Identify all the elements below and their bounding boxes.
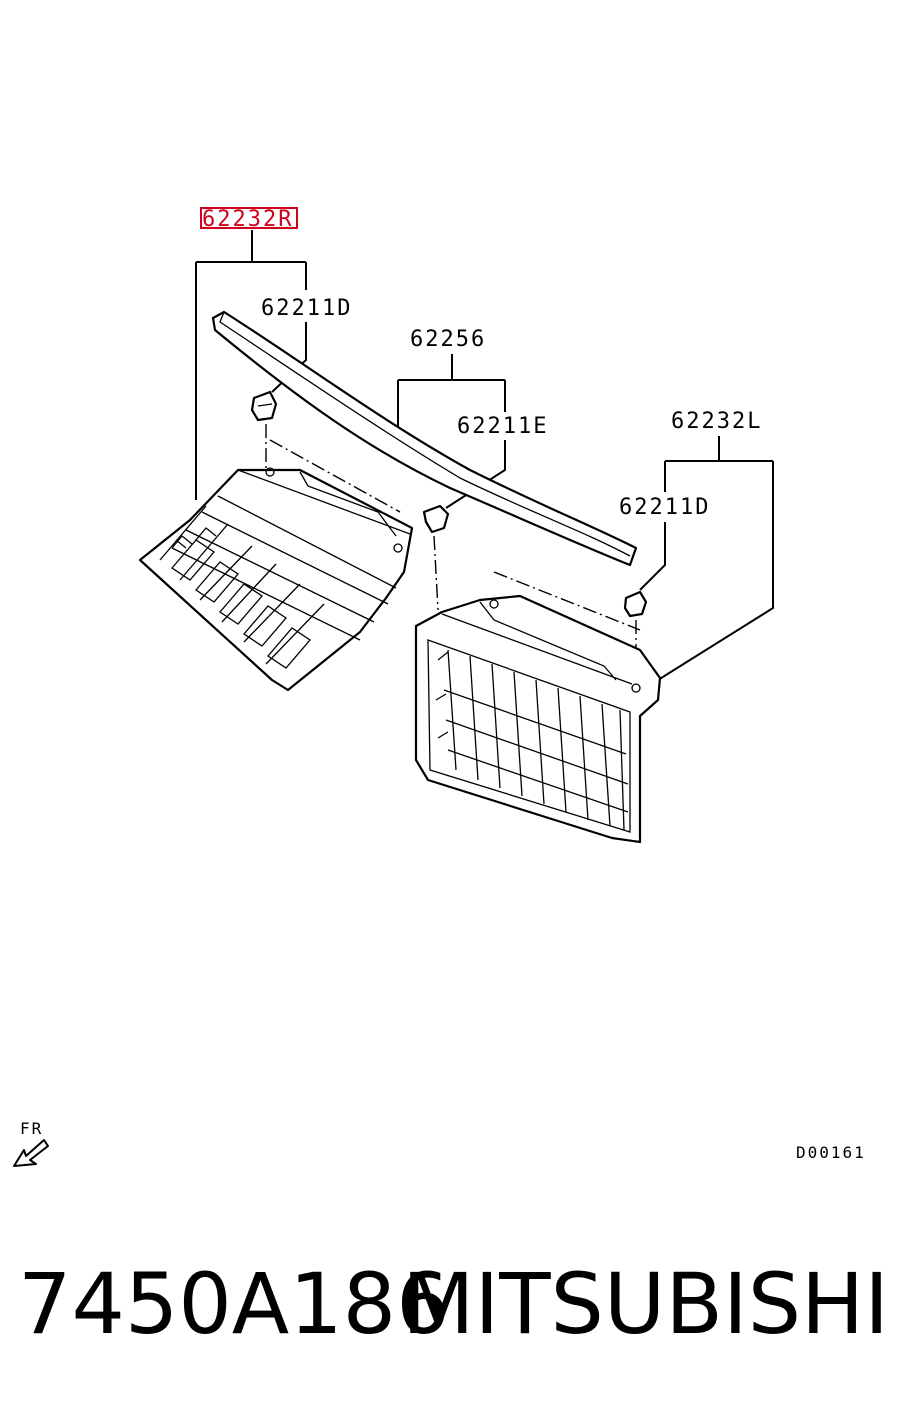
clip-icon [623,590,648,680]
footer-brand: MITSUBISHI [401,1255,889,1353]
callout-62211E[interactable]: 62211E [457,414,548,439]
front-direction-arrow-icon [13,1139,49,1167]
leader-lines [195,230,774,681]
molding-strip [211,310,638,567]
grille-62232R [138,439,414,692]
callout-62256[interactable]: 62256 [410,327,486,352]
callout-62232R[interactable]: 62232R [202,207,293,232]
callout-62211D-right[interactable]: 62211D [261,296,352,321]
footer-part-number: 7450A186 [18,1255,450,1353]
highlight-box [200,207,298,229]
clip-icon [250,390,278,470]
grille-62232L [414,571,662,844]
orientation-label: FR [20,1119,43,1138]
diagram-code: D00161 [796,1143,866,1162]
callout-62211D-left[interactable]: 62211D [619,495,710,520]
clip-icon [422,504,450,611]
callout-62232L[interactable]: 62232L [671,409,762,434]
